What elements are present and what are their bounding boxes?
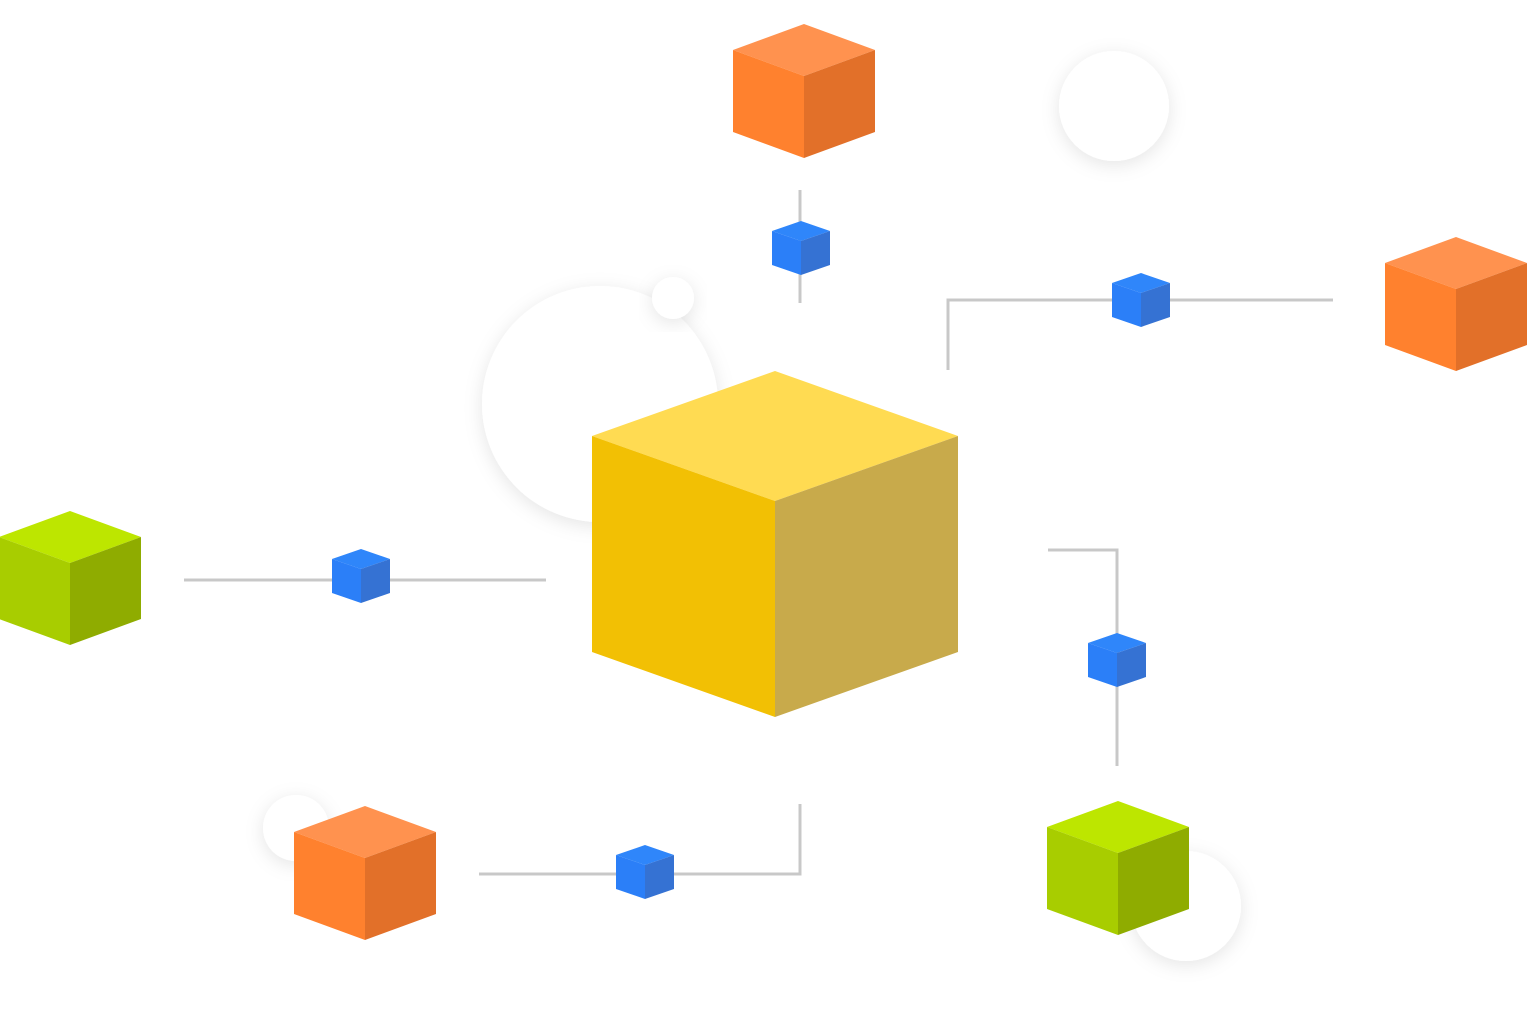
link-block-left [332,549,390,603]
link-block-top [772,221,830,275]
connector-lines [184,190,1333,876]
link-block-right-right-face [1141,283,1170,327]
link-block-right [1112,273,1170,327]
link-block-left-left-face [332,559,361,603]
peer-block-right [1385,237,1527,371]
peer-block-top-right-face [804,50,875,158]
link-block-bottom-right [1088,633,1146,687]
connector-hub-bottom-right [1048,548,1119,766]
hub-block [592,371,958,717]
peer-block-bottom-right-right-face [1118,827,1189,935]
link-block-bottom-left [616,845,674,899]
link-block-bottom-left-left-face [616,855,645,899]
peer-block-right-right-face [1456,263,1527,371]
peer-block-bottom-left-left-face [294,832,365,940]
peer-block-left [0,511,141,645]
hub-block-left-face [592,436,775,717]
peer-block-right-left-face [1385,263,1456,371]
link-block-bottom-right-right-face [1117,643,1146,687]
peer-block-bottom-left-right-face [365,832,436,940]
decor-circle-small-top [652,277,694,319]
blocks [0,24,1527,940]
link-block-bottom-left-right-face [645,855,674,899]
peer-block-left-top-face [0,511,141,563]
peer-block-top-left-face [733,50,804,158]
peer-block-left-left-face [0,537,70,645]
peer-block-left-right-face [70,537,141,645]
connector-hub-right [946,298,1333,370]
link-block-top-right-face [801,231,830,275]
decor-circle-top-right [1059,51,1169,161]
link-block-bottom-right-left-face [1088,643,1117,687]
peer-block-bottom-left [294,806,436,940]
peer-block-bottom-right [1047,801,1189,935]
peer-block-top [733,24,875,158]
link-block-left-right-face [361,559,390,603]
link-block-top-left-face [772,231,801,275]
connector-hub-bottom-left [479,804,802,876]
link-block-right-left-face [1112,283,1141,327]
peer-block-bottom-right-left-face [1047,827,1118,935]
hub-block-right-face [775,436,958,717]
